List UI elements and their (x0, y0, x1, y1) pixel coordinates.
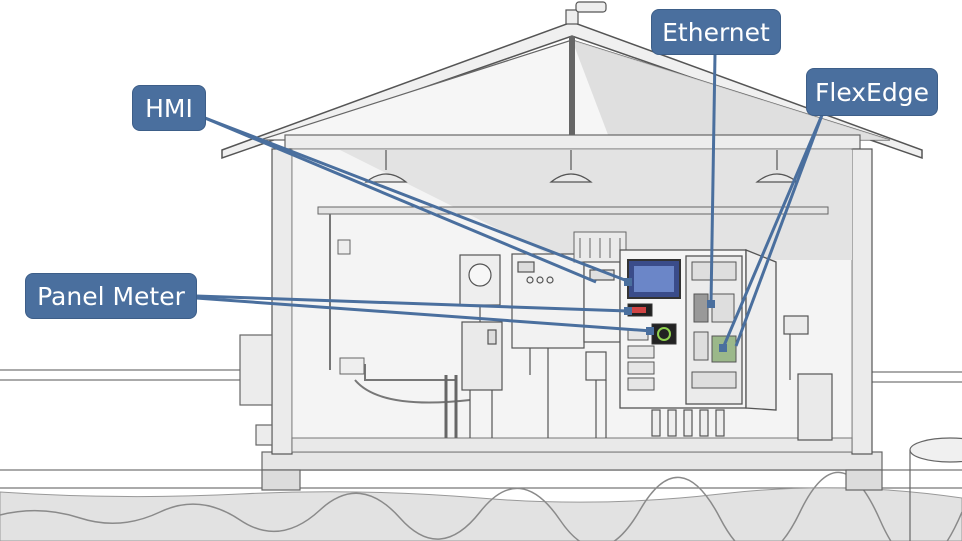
back-wall-shadow (340, 150, 852, 260)
leader-flexedge-2 (734, 114, 824, 347)
terrain-fill (0, 487, 962, 541)
leader-hmi-1 (204, 116, 631, 284)
interior-floor (291, 437, 853, 453)
panel-meter-2-gauge (657, 327, 671, 341)
security-camera (565, 1, 607, 25)
right-wall-devices (783, 315, 833, 441)
foundation-footing-right (845, 469, 883, 491)
left-wall (271, 148, 293, 455)
junction-box (339, 357, 365, 375)
callout-hmi-label: HMI (145, 93, 193, 123)
wall-box-small (337, 239, 351, 255)
callout-panel-meter-label: Panel Meter (37, 281, 185, 311)
panel-meter-1-readout (632, 307, 646, 313)
pipe-stack (444, 375, 458, 438)
cabinet-front-devices (627, 329, 655, 391)
roof-shadow (572, 40, 890, 140)
leader-ethernet (709, 53, 717, 305)
callout-flexedge-label: FlexEdge (815, 77, 929, 107)
cable-glands (651, 409, 725, 437)
leader-panelmeter-1 (195, 294, 629, 313)
ceiling-beam (284, 134, 861, 150)
callout-ethernet: Ethernet (652, 10, 780, 54)
foundation-slab (261, 451, 883, 471)
callout-ethernet-label: Ethernet (662, 17, 770, 47)
leader-panelmeter-2 (195, 296, 653, 333)
exterior-unit (239, 334, 273, 446)
ceiling-rail (317, 206, 829, 215)
callout-flexedge: FlexEdge (807, 69, 937, 115)
wall-vent (573, 231, 627, 263)
callout-panel-meter: Panel Meter (26, 274, 196, 318)
right-wall (851, 148, 873, 455)
leader-flexedge-1 (721, 114, 824, 349)
ceiling-lights (364, 150, 799, 183)
cabinet-interior-devices (691, 261, 737, 389)
foundation-footing-left (261, 469, 301, 491)
leader-hmi-2 (204, 116, 597, 284)
water-tank (909, 437, 962, 541)
callout-hmi: HMI (133, 86, 205, 130)
hmi-screen-glare (634, 266, 674, 292)
control-enclosure (511, 253, 585, 438)
terrain-edge (0, 471, 962, 541)
leader-endpoints (624, 278, 727, 352)
disconnect-box (461, 321, 503, 438)
meter-base (459, 254, 501, 322)
leader-lines (195, 53, 824, 349)
